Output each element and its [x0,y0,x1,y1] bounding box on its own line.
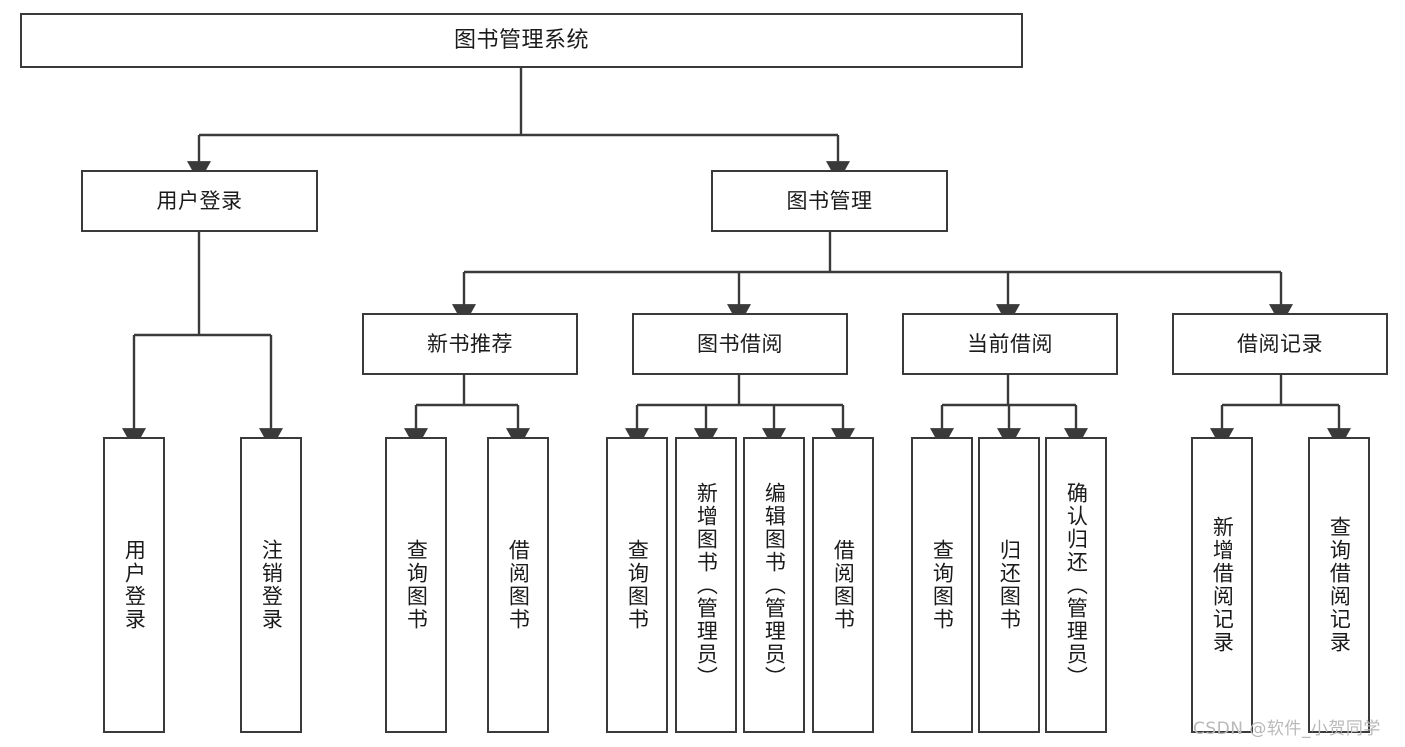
leaf-current-borrow-query-book[interactable]: 查询图书 [911,437,973,733]
node-label: 确认归还（管理员） [1064,481,1089,689]
node-root-library-system[interactable]: 图书管理系统 [20,13,1023,68]
leaf-book-borrow-add-book[interactable]: 新增图书（管理员） [675,437,737,733]
node-book-borrow[interactable]: 图书借阅 [632,313,848,375]
leaf-new-book-borrow-book[interactable]: 借阅图书 [487,437,549,733]
leaf-book-borrow-query-book[interactable]: 查询图书 [606,437,668,733]
leaf-current-borrow-confirm-return[interactable]: 确认归还（管理员） [1045,437,1107,733]
node-label: 用户登录 [122,539,147,631]
node-label: 查询图书 [930,539,955,631]
node-label: 注销登录 [259,539,284,631]
node-label: 用户登录 [156,188,243,213]
node-label: 当前借阅 [967,331,1053,356]
node-label: 图书借阅 [697,331,783,356]
node-label: 查询图书 [404,539,429,631]
leaf-book-borrow-borrow-book[interactable]: 借阅图书 [812,437,874,733]
node-label: 借阅图书 [831,539,856,631]
node-label: 查询图书 [625,539,650,631]
leaf-borrow-record-add-record[interactable]: 新增借阅记录 [1191,437,1253,733]
node-new-book-recommend[interactable]: 新书推荐 [362,313,578,375]
leaf-user-login[interactable]: 用户登录 [103,437,165,733]
node-label: 图书管理 [786,188,873,213]
leaf-logout[interactable]: 注销登录 [240,437,302,733]
node-label: 借阅记录 [1237,331,1323,356]
csdn-watermark: CSDN @软件_小贺同学 [1193,719,1381,739]
node-current-borrow[interactable]: 当前借阅 [902,313,1118,375]
node-label: 编辑图书（管理员） [762,481,787,689]
node-user-login[interactable]: 用户登录 [81,170,318,232]
node-label: 查询借阅记录 [1327,516,1352,654]
leaf-current-borrow-return-book[interactable]: 归还图书 [978,437,1040,733]
node-label: 借阅图书 [506,539,531,631]
node-label: 归还图书 [997,539,1022,631]
leaf-borrow-record-query-record[interactable]: 查询借阅记录 [1308,437,1370,733]
node-borrow-record[interactable]: 借阅记录 [1172,313,1388,375]
leaf-new-book-query-book[interactable]: 查询图书 [385,437,447,733]
node-label: 新书推荐 [427,331,513,356]
leaf-book-borrow-edit-book[interactable]: 编辑图书（管理员） [743,437,805,733]
node-label: 新增图书（管理员） [694,481,719,689]
node-label: 图书管理系统 [453,27,589,53]
node-book-management[interactable]: 图书管理 [711,170,948,232]
node-label: 新增借阅记录 [1210,516,1235,654]
